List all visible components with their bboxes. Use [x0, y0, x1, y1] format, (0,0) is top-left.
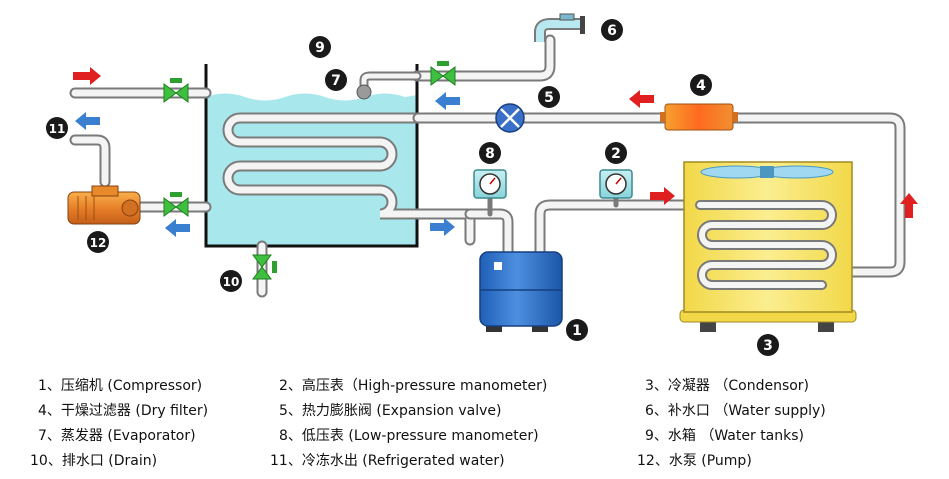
marker-8: 8 [479, 142, 501, 164]
marker-10: 10 [220, 270, 242, 292]
marker-1: 1 [566, 319, 588, 341]
dry-filter-icon [660, 103, 738, 131]
marker-4-text: 4 [696, 78, 706, 94]
gauge-icon [599, 169, 633, 199]
flow-arrow-blue [430, 218, 455, 236]
legend-item-water-supply: 6、补水口 （Water supply) [645, 403, 826, 419]
flow-arrows [73, 67, 918, 237]
marker-2: 2 [605, 142, 627, 164]
faucet-icon [534, 13, 585, 42]
flow-arrow-blue [435, 92, 460, 110]
valve-icon [252, 254, 277, 280]
legend-item-evaporator: 7、蒸发器 (Evaporator) [38, 428, 196, 444]
legend-item-compressor: 1、压缩机 (Compressor) [38, 378, 203, 394]
marker-7: 7 [325, 69, 347, 91]
marker-5: 5 [538, 86, 560, 108]
marker-9: 9 [309, 36, 331, 58]
legend-item-low-pressure: 8、低压表 (Low-pressure manometer) [279, 428, 539, 444]
legend-item-pump: 12、水泵 (Pump) [637, 453, 752, 469]
marker-9-text: 9 [315, 40, 325, 56]
flow-arrow-red [629, 90, 654, 108]
marker-1-text: 1 [572, 323, 582, 339]
float-ball-icon [356, 84, 372, 100]
marker-7-text: 7 [331, 73, 341, 89]
gauge-icon [473, 169, 507, 199]
expansion-valve-icon [495, 103, 525, 133]
legend: 1、压缩机 (Compressor) 2、高压表（High-pressure m… [0, 370, 949, 475]
fan-icon [700, 165, 834, 179]
legend-item-high-pressure: 2、高压表（High-pressure manometer) [279, 378, 548, 394]
marker-3: 3 [757, 334, 779, 356]
refrigeration-diagram: 9 7 6 5 4 8 2 1 3 11 12 10 [46, 13, 918, 356]
legend-item-expansion-valve: 5、热力膨胀阀 (Expansion valve) [279, 403, 502, 419]
marker-2-text: 2 [611, 146, 621, 162]
marker-8-text: 8 [485, 146, 495, 162]
valve-icon [163, 78, 189, 103]
flow-arrow-red [73, 67, 101, 85]
marker-11: 11 [46, 117, 68, 139]
valve-icon [163, 192, 189, 217]
legend-item-condensor: 3、冷凝器 （Condensor) [645, 378, 810, 394]
flow-arrow-red [650, 187, 675, 205]
pump-icon [67, 185, 141, 225]
flow-arrow-blue [165, 219, 190, 237]
legend-item-drain: 10、排水口 (Drain) [30, 453, 158, 469]
marker-3-text: 3 [763, 338, 773, 354]
condenser-icon [679, 161, 857, 332]
marker-12-text: 12 [90, 236, 107, 250]
marker-10-text: 10 [223, 275, 240, 289]
evaporator-coil [222, 112, 476, 246]
marker-4: 4 [690, 74, 712, 96]
valve-icon [430, 61, 456, 86]
marker-5-text: 5 [544, 90, 554, 106]
flow-arrow-blue [75, 112, 100, 130]
marker-12: 12 [87, 231, 109, 253]
flow-arrow-red [900, 193, 918, 218]
legend-item-dry-filter: 4、干燥过滤器 (Dry filter) [38, 403, 209, 419]
compressor-icon [479, 251, 563, 332]
legend-item-refrigerated-water: 11、冷冻水出 (Refrigerated water) [270, 453, 505, 469]
marker-6: 6 [601, 19, 623, 41]
marker-11-text: 11 [49, 122, 66, 136]
legend-item-water-tanks: 9、水箱 （Water tanks) [645, 428, 804, 444]
marker-6-text: 6 [607, 23, 617, 39]
